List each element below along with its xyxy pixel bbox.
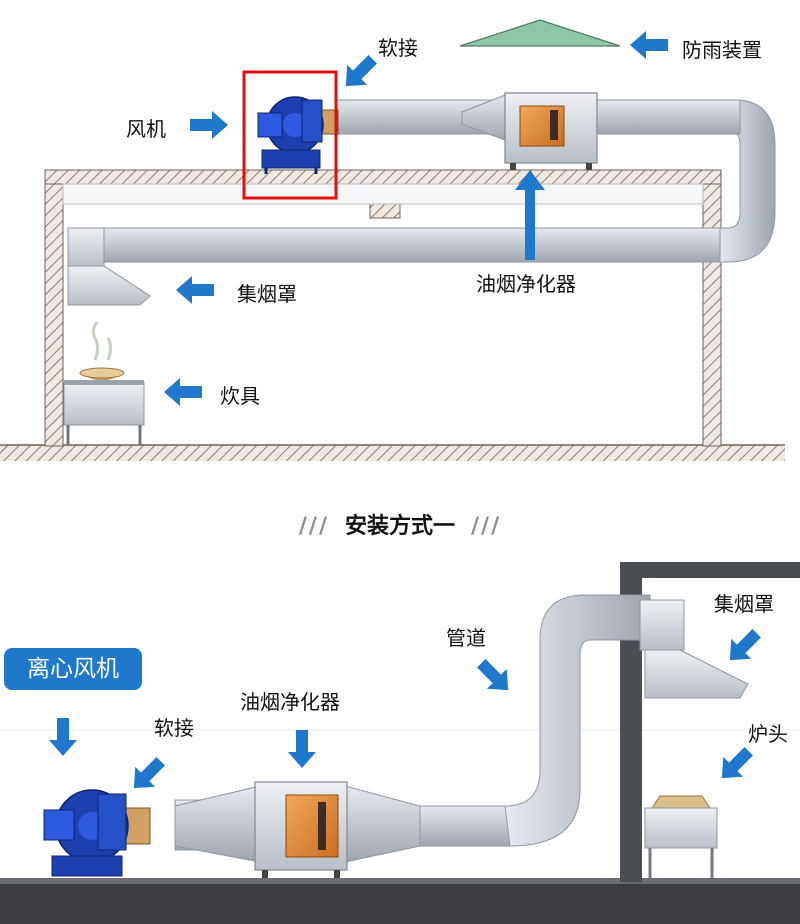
top-duct-elbow [719,99,776,263]
label-fan-top: 风机 [126,117,166,141]
arrow-hood [176,276,214,304]
bottom-building [620,562,800,882]
top-fan [257,96,339,174]
arrow-rain-guard [630,31,668,59]
section-title-decoration-left: /// [298,514,329,539]
arrow-purifier [515,170,545,260]
top-hood [67,227,151,306]
arrow-bottom-soft-joint [123,751,171,799]
label-soft-joint-top: 软接 [378,36,418,60]
bottom-stove [644,795,718,878]
label-rain-guard: 防雨装置 [682,38,762,62]
label-duct: 管道 [446,626,486,650]
label-hood-top: 集烟罩 [237,282,297,306]
label-purifier-top: 油烟净化器 [476,272,576,296]
section-title: /// 安装方式一 /// [0,508,800,540]
arrow-burner [711,741,759,789]
bottom-hood [644,649,749,699]
top-purifier [504,92,598,170]
label-burner: 炉头 [748,722,788,746]
section-title-decoration-right: /// [471,514,502,539]
arrow-soft-joint [335,49,383,97]
fan-highlight-box [242,70,338,200]
top-stove [63,321,145,445]
arrow-duct [471,653,519,701]
label-hood-bottom: 集烟罩 [714,592,774,616]
top-roof [44,169,722,185]
label-stove-top: 炊具 [220,384,260,408]
arrow-stove [164,378,202,406]
top-inner-duct [67,227,729,263]
section-title-text: 安装方式一 [344,514,455,539]
arrow-fan [190,111,228,139]
arrow-bottom-purifier [288,730,316,768]
rain-guard [459,19,621,47]
bottom-ground [0,882,800,924]
top-ground [0,445,785,461]
arrow-centrifugal-fan [49,718,77,756]
top-left-wall [44,175,64,447]
bottom-fan [43,789,151,877]
arrow-bottom-hood [719,623,767,671]
centrifugal-fan-badge: 离心风机 [4,648,142,690]
bottom-duct [174,594,685,863]
label-soft-joint-bottom: 软接 [154,716,194,740]
top-right-wall [702,175,722,447]
top-building [0,169,785,461]
label-purifier-bottom: 油烟净化器 [240,690,340,714]
bottom-purifier [254,781,348,878]
